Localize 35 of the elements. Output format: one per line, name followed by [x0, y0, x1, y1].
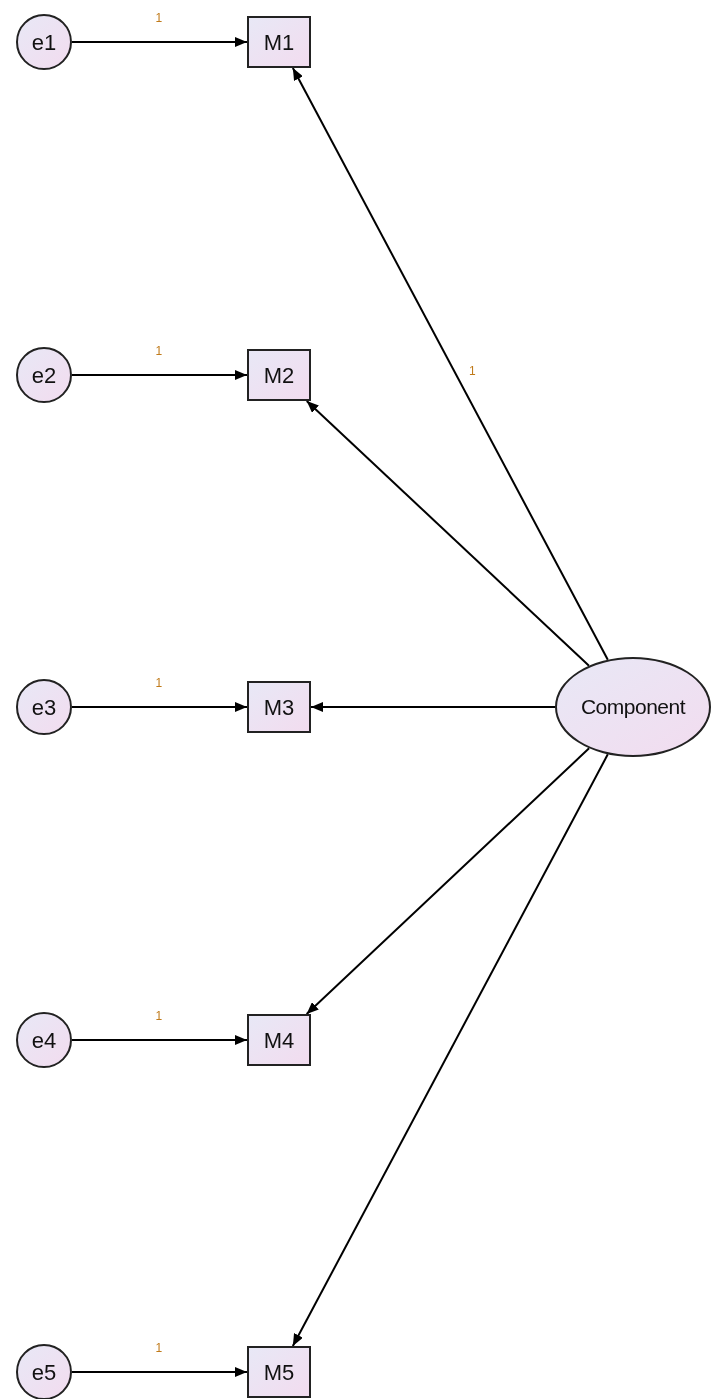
arrow — [310, 702, 556, 712]
error-circle — [16, 679, 72, 735]
node-label: M3 — [263, 693, 295, 722]
arrow — [305, 400, 590, 667]
error-circle — [16, 347, 72, 403]
edge-label: 1 — [154, 677, 164, 689]
error-circle — [16, 1344, 72, 1399]
node-label: M1 — [263, 28, 295, 57]
node-label: M5 — [263, 1358, 295, 1387]
arrow — [71, 1367, 248, 1377]
node-label: e2 — [31, 361, 57, 390]
node-label: M4 — [263, 1026, 295, 1055]
edge-label: 1 — [154, 1010, 164, 1022]
node-label: e5 — [31, 1358, 57, 1387]
variable-box — [247, 1346, 311, 1398]
arrow — [71, 370, 248, 380]
error-circle — [16, 14, 72, 70]
variable-box — [247, 16, 311, 68]
edge-label: 1 — [154, 12, 164, 24]
variable-box — [247, 1014, 311, 1066]
node-label: e1 — [31, 28, 57, 57]
node-label: Component — [580, 694, 686, 721]
arrow — [71, 702, 248, 712]
variable-box — [247, 349, 311, 401]
error-circle — [16, 1012, 72, 1068]
arrow — [305, 747, 591, 1015]
edge-label: 1 — [468, 364, 477, 377]
arrow — [71, 1035, 248, 1045]
variable-box — [247, 681, 311, 733]
edge-label: 1 — [154, 1342, 164, 1354]
arrow — [71, 37, 248, 47]
node-label: M2 — [263, 361, 295, 390]
node-label: e4 — [31, 1026, 57, 1055]
edge-label: 1 — [154, 345, 164, 357]
node-label: e3 — [31, 693, 57, 722]
